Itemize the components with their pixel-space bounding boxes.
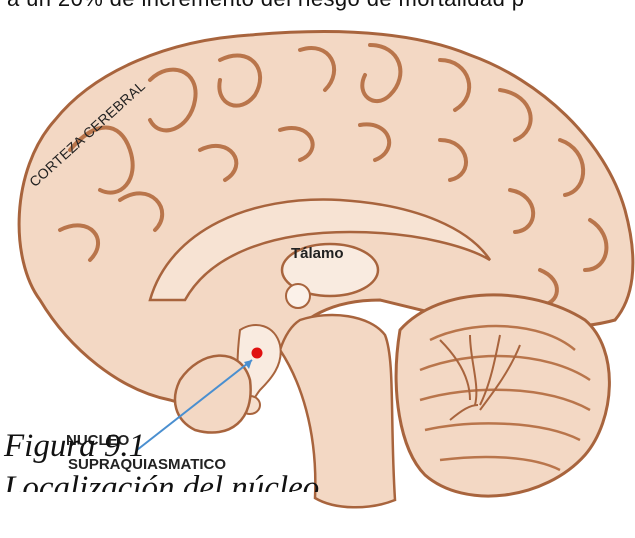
cerebellum: [396, 295, 609, 496]
figure-caption-line2: Localización del núcleo: [4, 470, 319, 492]
scn-marker: [252, 348, 263, 359]
figure-caption-line1: Figura 9.1: [4, 428, 145, 465]
thalamus-label: Tálamo: [291, 245, 344, 262]
